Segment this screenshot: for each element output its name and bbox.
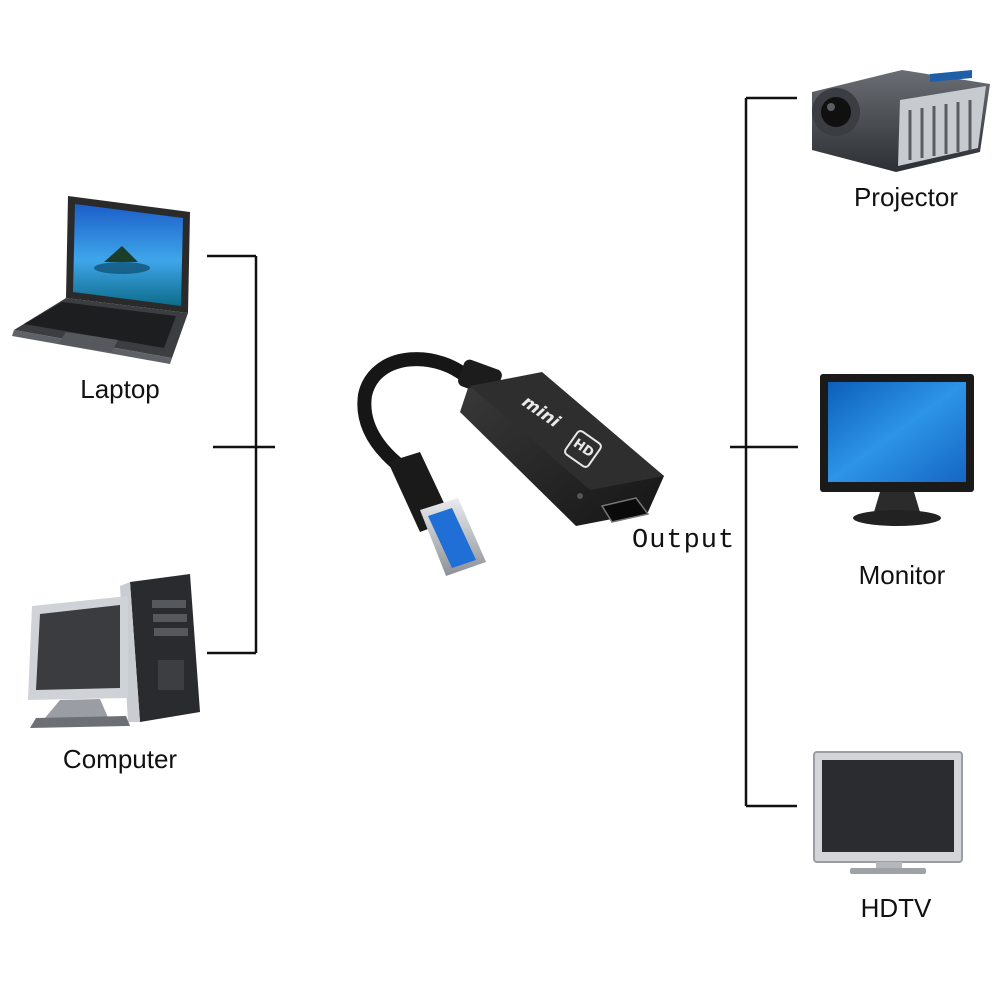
hdtv-label: HDTV xyxy=(860,893,932,923)
usb-to-hdmi-adapter-icon xyxy=(357,352,664,576)
laptop-icon xyxy=(12,196,190,364)
computer-label: Computer xyxy=(62,744,178,774)
monitor-label: Monitor xyxy=(858,560,946,590)
projector-icon xyxy=(812,70,990,172)
desktop-computer-icon xyxy=(28,574,200,728)
connector-lines xyxy=(207,96,798,808)
monitor-icon xyxy=(820,374,974,526)
output-label: Output xyxy=(632,526,736,556)
projector-label: Projector xyxy=(853,182,959,212)
laptop-label: Laptop xyxy=(80,374,160,404)
hdtv-icon xyxy=(813,751,963,874)
